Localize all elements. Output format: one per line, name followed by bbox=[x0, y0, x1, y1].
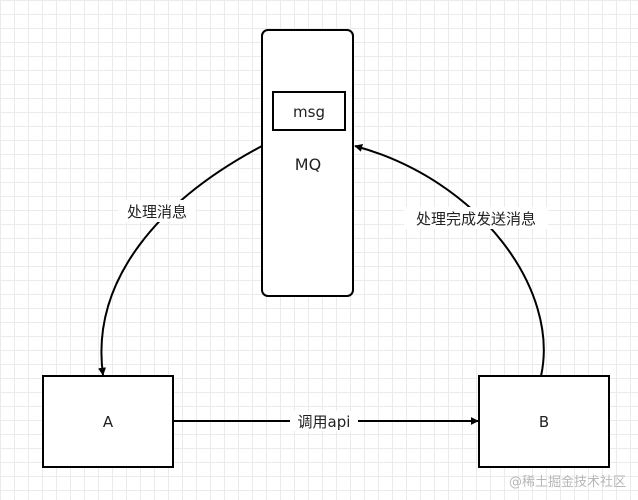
node-b[interactable] bbox=[478, 375, 610, 468]
edge-b-to-mq[interactable] bbox=[354, 144, 545, 377]
watermark: @稀土掘金技术社区 bbox=[509, 474, 626, 490]
edge-b-to-mq-label: 处理完成发送消息 bbox=[416, 210, 536, 228]
mq-label: MQ bbox=[295, 155, 321, 174]
edge-a-to-b-label: 调用api bbox=[298, 413, 351, 431]
edge-mq-to-a[interactable] bbox=[98, 145, 263, 376]
edge-mq-to-a-label: 处理消息 bbox=[127, 203, 187, 221]
node-a-label: A bbox=[103, 413, 114, 431]
node-b-label: B bbox=[539, 413, 549, 431]
edge-a-to-b-label-bg bbox=[290, 411, 358, 431]
edge-b-to-mq-label-bg bbox=[404, 207, 548, 229]
node-a[interactable] bbox=[42, 375, 174, 468]
msg-label: msg bbox=[293, 103, 325, 121]
msg-node[interactable] bbox=[272, 91, 346, 131]
edge-mq-to-a-label-bg bbox=[118, 200, 196, 222]
